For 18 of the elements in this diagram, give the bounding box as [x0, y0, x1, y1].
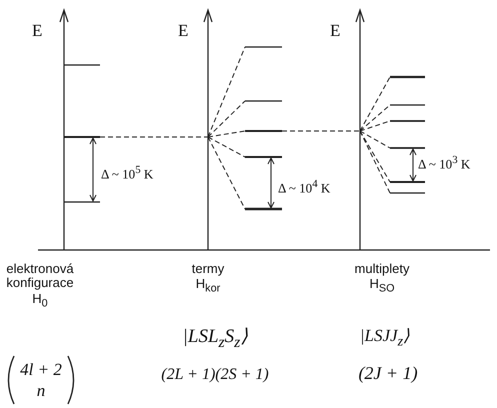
formula: (2L + 1)(2S + 1)	[161, 366, 269, 384]
axis-label: E	[178, 22, 188, 41]
formula: (2J + 1)	[358, 364, 418, 384]
formula: n	[36, 382, 46, 401]
column-label: multiplety	[354, 262, 410, 276]
hamiltonian-label: H$_{SO}$	[369, 277, 395, 296]
energy-gap-label: Δ ~ 10$^{5}$ K	[101, 165, 154, 182]
formula: 4l + 2	[20, 361, 62, 380]
hamiltonian-label: H$_{kor}$	[196, 277, 220, 296]
hamiltonian-label: H$_{0}$	[32, 292, 48, 310]
energy-gap-label: Δ ~ 10$^{3}$ K	[418, 155, 470, 172]
axis-label: E	[32, 22, 42, 41]
energy-gap-label: Δ ~ 10$^{4}$ K	[278, 179, 330, 196]
axis-label: E	[330, 22, 340, 41]
column-label: termy	[192, 262, 224, 276]
state-notation: |LSL$_{z}$S$_{z}$⟩	[182, 327, 248, 352]
state-notation: |LSJJ$_{z}$⟩	[360, 327, 410, 350]
column-label: elektronová konfigurace	[5, 262, 75, 291]
